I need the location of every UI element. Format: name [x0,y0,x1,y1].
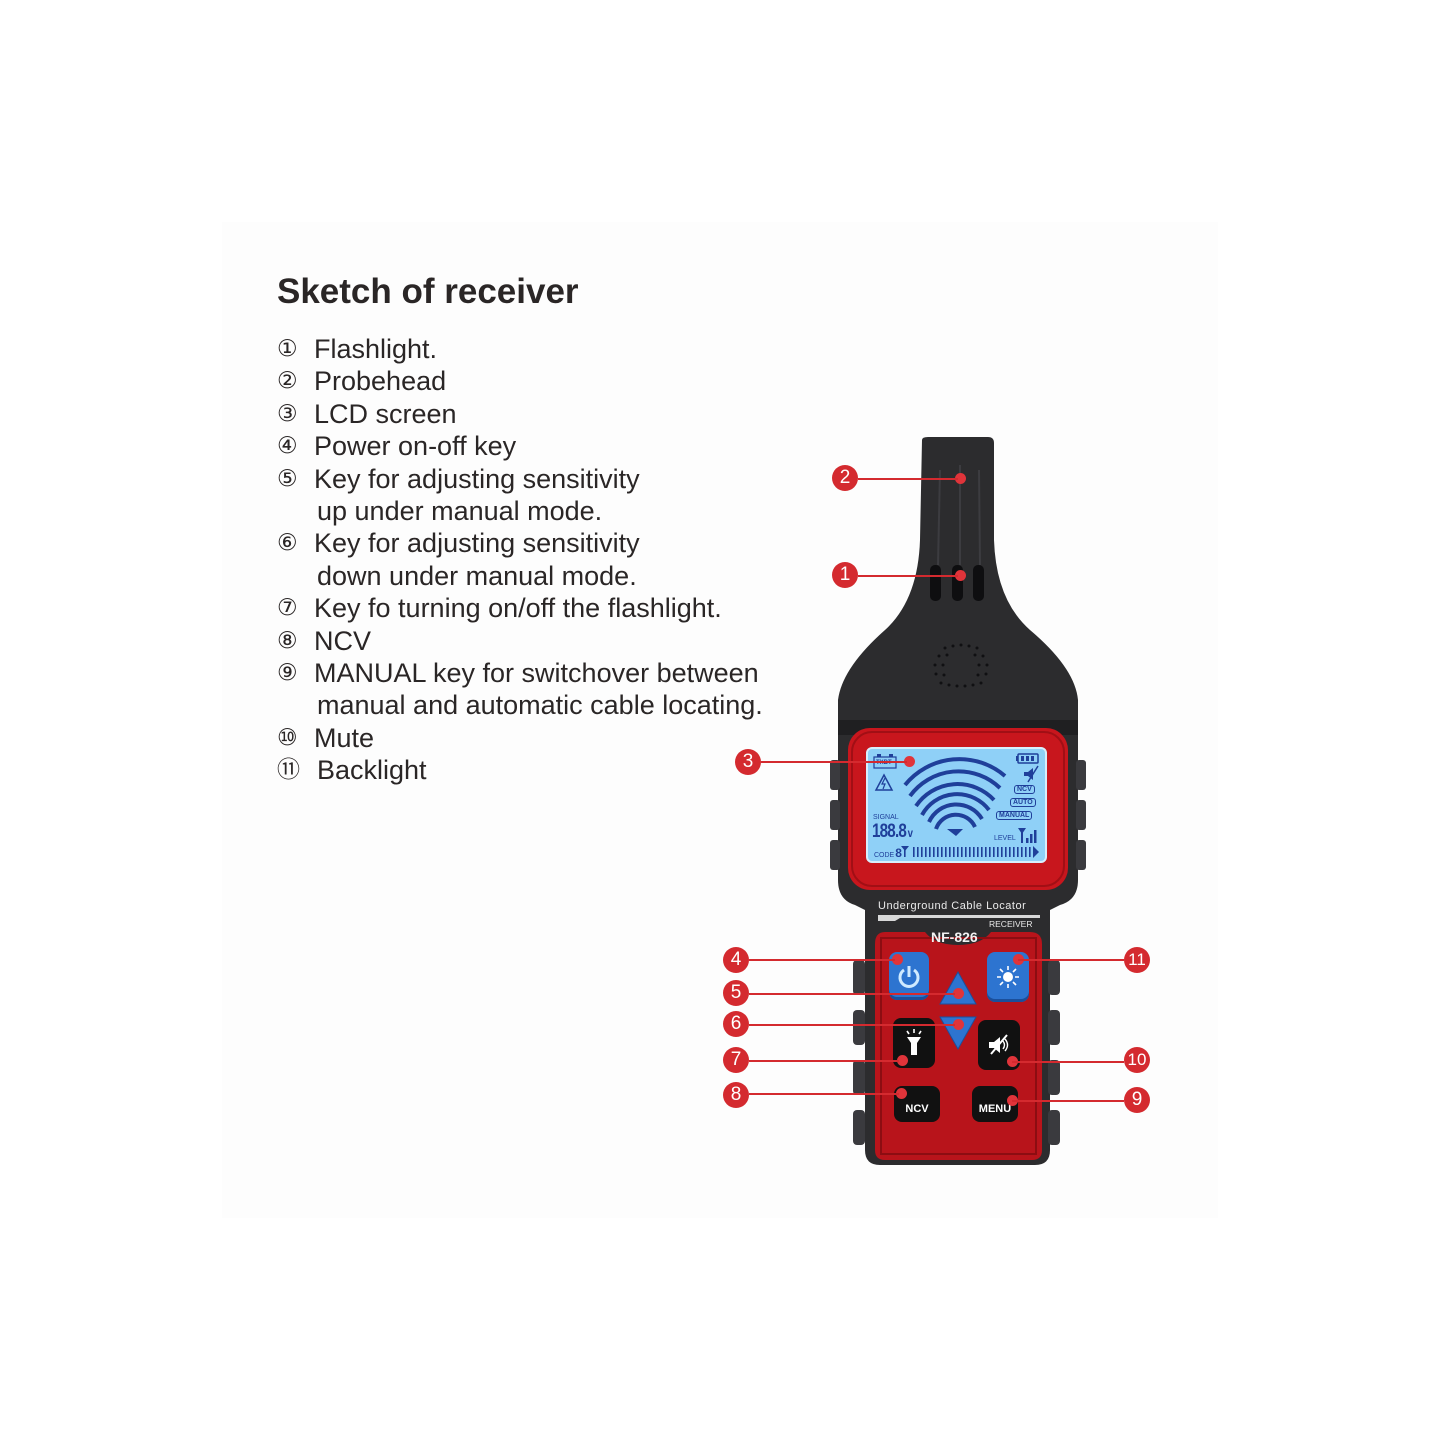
lcd-badge-ncv: NCV [1014,785,1035,794]
page-title: Sketch of receiver [277,272,579,311]
mute-icon [989,1034,1009,1055]
leader-line-7 [749,1060,899,1062]
callout-dot-1 [955,570,966,581]
lcd-mute-icon [1024,765,1039,783]
leader-line-9 [1012,1100,1124,1102]
level-bars-icon [1018,828,1037,843]
callout-dot-8 [896,1088,907,1099]
leader-line-8 [749,1093,899,1095]
model-label: NF-826 [931,929,978,945]
leader-line-10 [1012,1061,1124,1063]
leader-line-11 [1018,959,1124,961]
callout-dot-6 [953,1019,964,1030]
leader-line-4 [749,959,895,961]
leader-line-6 [749,1024,955,1026]
callout-dot-5 [953,988,964,999]
callout-1: 1 [832,562,858,588]
lcd-signal-label: SIGNAL [873,814,899,821]
legend-item-6-continued: down under manual mode. [317,560,637,591]
receiver-label: RECEIVER [989,919,1033,929]
callout-dot-2 [955,473,966,484]
power-icon [898,966,920,988]
code-progress-bar [901,846,1039,858]
callout-11: 11 [1124,947,1150,973]
lcd-badge-manual: MANUAL [996,811,1033,820]
lcd-level-label: LEVEL [994,835,1016,842]
leader-line-3 [761,761,907,763]
speaker-grille [933,643,989,688]
callout-2: 2 [832,465,858,491]
callout-5: 5 [723,980,749,1006]
callout-8: 8 [723,1082,749,1108]
battery-icon [1016,753,1039,764]
callout-7: 7 [723,1047,749,1073]
leader-line-2 [858,478,958,480]
callout-3: 3 [735,749,761,775]
flashlight-icon [906,1029,922,1055]
callout-6: 6 [723,1011,749,1037]
leader-line-5 [749,993,955,995]
callout-dot-7 [897,1055,908,1066]
product-name-label: Underground Cable Locator [878,900,1027,912]
lcd-badge-auto: AUTO [1010,798,1036,807]
signal-wave-icon [903,757,1007,830]
high-voltage-warning-icon [874,773,894,791]
callout-10: 10 [1124,1047,1150,1073]
callout-9: 9 [1124,1087,1150,1113]
lcd-tx-battery-tag: TXBT [876,760,892,766]
legend-item-5-continued: up under manual mode. [317,496,603,527]
callout-dot-4 [892,954,903,965]
legend-item-9-continued: manual and automatic cable locating. [317,690,763,721]
callout-4: 4 [723,947,749,973]
callout-dot-3 [904,756,915,767]
lcd-code-label: CODE8 [874,846,902,860]
sun-icon [997,966,1019,988]
leader-line-1 [858,575,958,577]
